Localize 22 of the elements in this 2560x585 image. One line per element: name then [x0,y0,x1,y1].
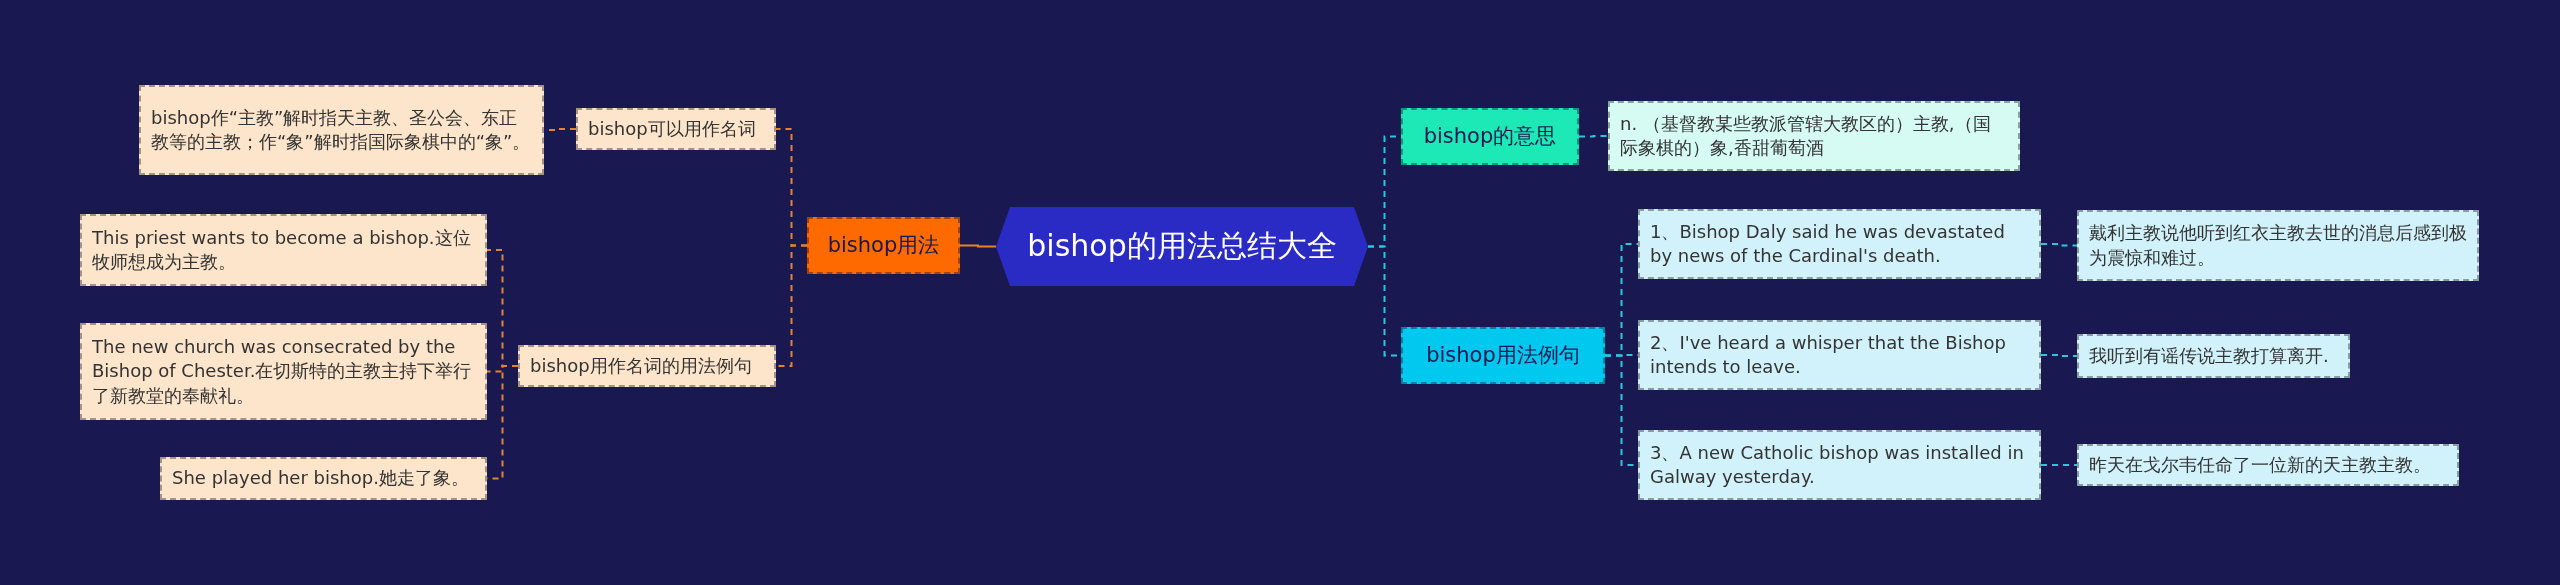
topic-box: 3、A new Catholic bishop was installed in Galway yesterday. [1638,430,2041,500]
topic-box: The new church was consecrated by the Bishop of Chester.在切斯特的主教主持下举行了新教堂的奉献礼。 [80,323,487,420]
topic-box: bishop作“主教”解时指天主教、圣公会、东正教等的主教；作“象”解时指国际象棋中的“象”。 [139,85,544,175]
central-topic-hexagon: bishop的用法总结大全 [996,207,1368,286]
connector-line [959,244,997,248]
connector-line [2040,243,2078,247]
topic-box: bishop可以用作名词 [576,108,776,150]
connector-line [2040,354,2078,357]
branch-box: bishop的意思 [1401,108,1579,165]
topic-box: This priest wants to become a bishop.这位牧师想成为主教。 [80,214,487,286]
topic-box: bishop用作名词的用法例句 [518,345,776,387]
topic-box: n. （基督教某些教派管辖大教区的）主教,（国际象棋的）象,香甜葡萄酒 [1608,101,2020,171]
topic-box: She played her bishop.她走了象。 [160,457,487,500]
branch-box: bishop用法 [807,217,960,274]
connector-line [1578,135,1609,138]
topic-box: 我听到有谣传说主教打算离开. [2077,334,2350,378]
branch-box: bishop用法例句 [1401,327,1605,384]
connector-line [2040,464,2078,466]
topic-box: 1、Bishop Daly said he was devastated by news of the Cardinal's death. [1638,209,2041,279]
topic-box: 昨天在戈尔韦任命了一位新的天主教主教。 [2077,444,2459,486]
topic-box: 2、I've heard a whisper that the Bishop intends to leave. [1638,320,2041,390]
topic-box: 戴利主教说他听到红衣主教去世的消息后感到极为震惊和难过。 [2077,210,2479,281]
